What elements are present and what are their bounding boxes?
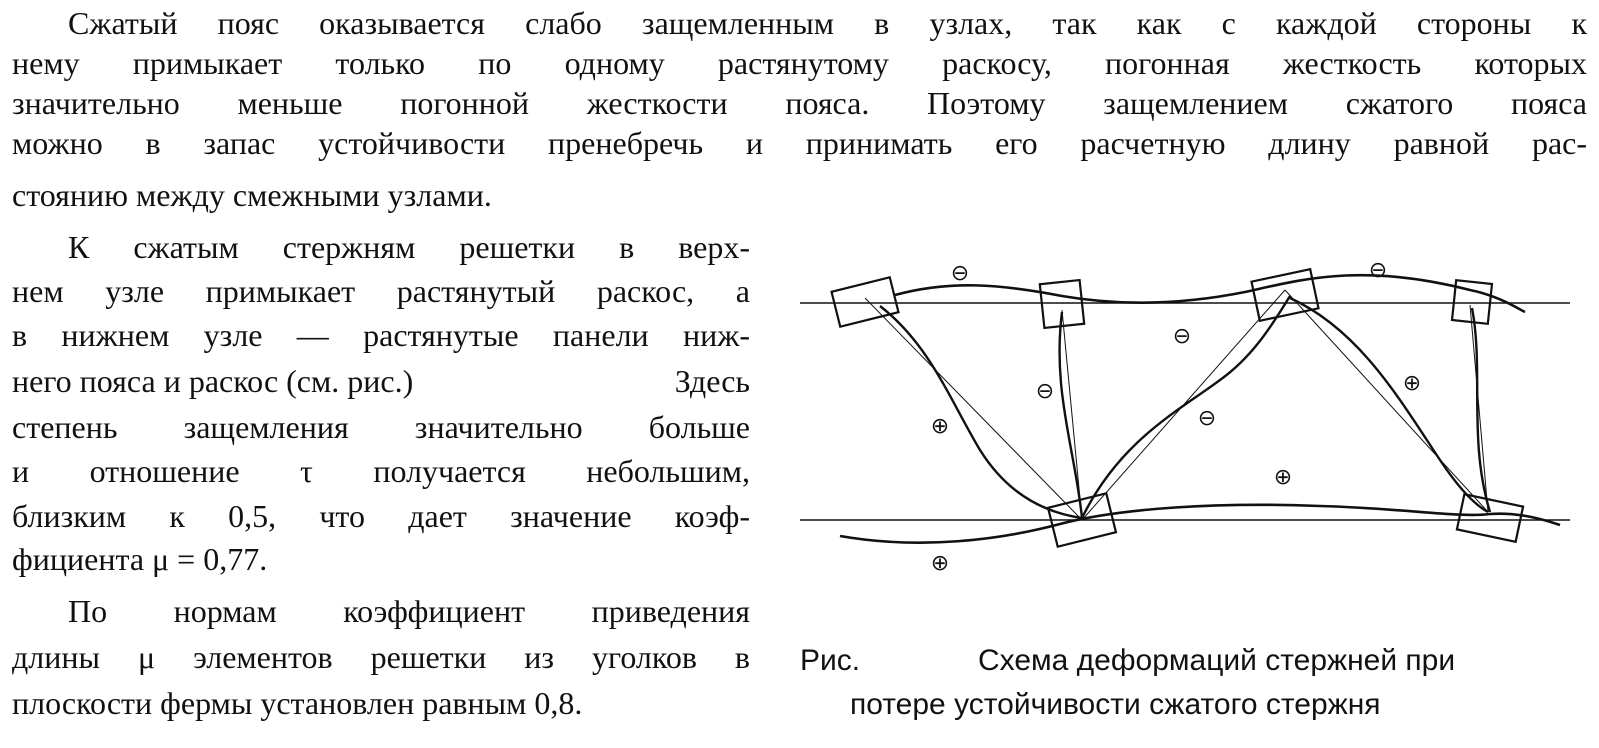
node-plate — [1455, 492, 1525, 544]
node-plate — [1250, 267, 1320, 323]
minus-sign: ⊖ — [1036, 379, 1054, 404]
text-line: фициента μ = 0,77. — [12, 541, 268, 577]
figure-caption-line1: Схема деформаций стержней при — [978, 644, 1456, 677]
minus-sign: ⊖ — [1173, 324, 1191, 349]
text-line: нему примыкает только по одному растянут… — [12, 45, 1587, 81]
node-plate — [830, 275, 900, 329]
text-line: длины μ элементов решетки из уголков в — [12, 639, 750, 675]
plus-sign: ⊕ — [931, 414, 949, 439]
vertical-reference — [1469, 304, 1489, 513]
text-line: в нижнем узле — растянутые панели ниж- — [12, 317, 750, 353]
minus-sign: ⊖ — [1198, 406, 1216, 431]
truss-deformation-figure: ⊖ ⊖ ⊖ ⊖ ⊖ ⊕ ⊕ ⊕ ⊕ — [800, 258, 1570, 576]
text-line: него пояса и раскос (см. рис.) Здесь — [12, 362, 750, 400]
minus-sign: ⊖ — [951, 261, 969, 286]
text-line: и отношение τ получается небольшим, — [12, 453, 750, 489]
bottom-chord-deformed — [839, 503, 1561, 544]
diagonal-deformed — [879, 305, 1083, 520]
text-line: нем узле примыкает растянутый раскос, а — [12, 273, 750, 309]
plus-sign: ⊕ — [931, 551, 949, 576]
node-plate — [1038, 278, 1086, 330]
node-plate — [1046, 492, 1118, 548]
text-fragment: Здесь — [674, 363, 750, 399]
minus-sign: ⊖ — [1369, 258, 1387, 283]
figure-caption-label: Рис. — [800, 644, 861, 677]
vertical-deformed — [1058, 311, 1084, 519]
plus-sign: ⊕ — [1274, 465, 1292, 490]
text-line: К сжатым стержням решетки в верх- — [68, 229, 750, 265]
text-line: стоянию между смежными узлами. — [12, 177, 492, 213]
node-plate — [1450, 279, 1494, 325]
text-line: значительно меньше погонной жесткости по… — [12, 85, 1587, 121]
vertical-reference — [1061, 309, 1083, 521]
diagonal-reference — [864, 297, 1083, 521]
plus-sign: ⊕ — [1403, 371, 1421, 396]
diagonal-deformed — [1289, 296, 1489, 514]
top-chord-deformed — [894, 273, 1526, 314]
text-line: плоскости фермы установлен равным 0,8. — [12, 685, 583, 721]
text-line: степень защемления значительно больше — [12, 409, 750, 445]
text-line: Сжатый пояс оказывается слабо защемленны… — [68, 5, 1587, 41]
text-line: По нормам коэффициент приведения — [68, 593, 750, 629]
text-line: близким к 0,5, что дает значение коэф- — [12, 498, 750, 534]
figure-caption-line2: потере устойчивости сжатого стержня — [850, 688, 1381, 721]
text-line: можно в запас устойчивости пренебречь и … — [12, 125, 1587, 161]
diagonal-reference — [1284, 289, 1489, 513]
vertical-deformed — [1470, 307, 1492, 513]
text-fragment: него пояса и раскос (см. рис.) — [12, 363, 414, 399]
diagonal-deformed — [1080, 295, 1292, 519]
